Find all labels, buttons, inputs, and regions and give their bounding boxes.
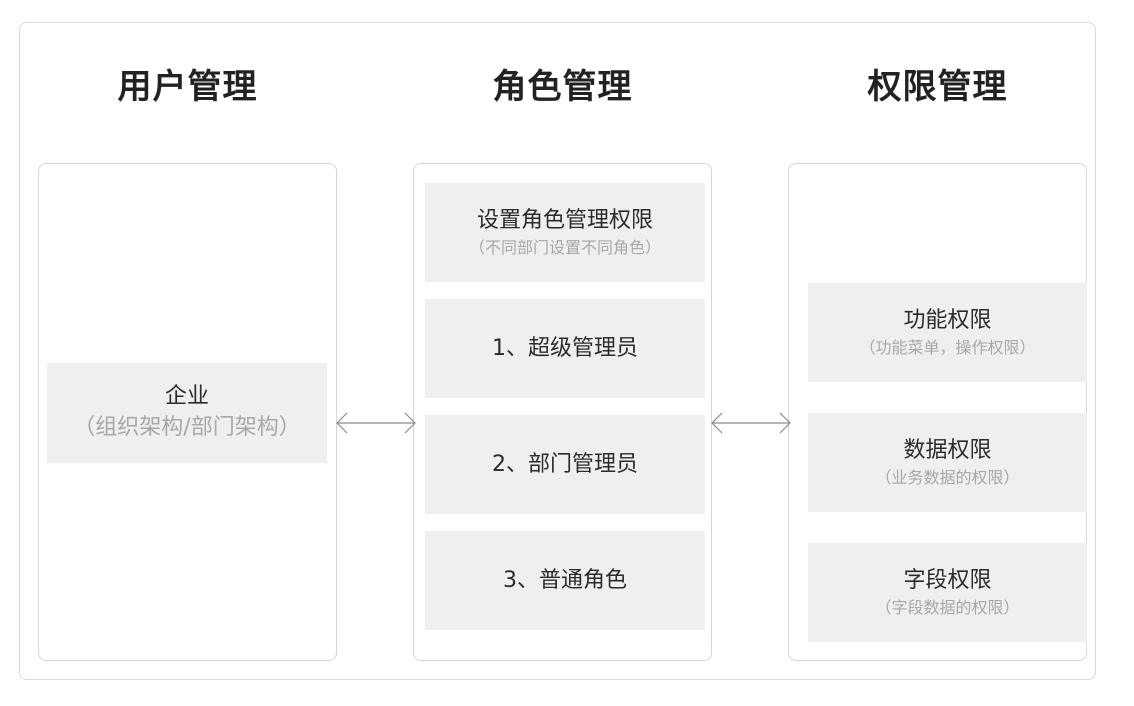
field-permission-subtitle: （字段数据的权限） — [875, 597, 1020, 617]
enterprise-subtitle: （组织架构/部门架构） — [73, 415, 301, 440]
role-setting-title: 设置角色管理权限 — [476, 207, 653, 233]
double-arrow-icon — [336, 412, 416, 434]
normal-role-box: 3、普通角色 — [425, 531, 705, 630]
enterprise-title: 企业 — [164, 384, 209, 409]
user-management-panel: 企业 （组织架构/部门架构） — [38, 163, 337, 661]
role-management-title: 角色管理 — [492, 67, 633, 107]
field-permission-title: 字段权限 — [903, 567, 992, 593]
data-permission-title: 数据权限 — [903, 437, 992, 463]
function-permission-box: 功能权限 （功能菜单，操作权限） — [808, 283, 1087, 382]
data-permission-box: 数据权限 （业务数据的权限） — [808, 413, 1087, 512]
super-admin-box: 1、超级管理员 — [425, 299, 705, 398]
data-permission-subtitle: （业务数据的权限） — [875, 467, 1020, 487]
department-admin-box: 2、部门管理员 — [425, 415, 705, 514]
department-admin-title: 2、部门管理员 — [492, 451, 638, 477]
normal-role-title: 3、普通角色 — [503, 567, 627, 593]
double-arrow-icon — [711, 412, 791, 434]
role-setting-box: 设置角色管理权限 （不同部门设置不同角色） — [425, 183, 705, 282]
function-permission-subtitle: （功能菜单，操作权限） — [859, 337, 1036, 357]
role-management-panel: 设置角色管理权限 （不同部门设置不同角色） 1、超级管理员 2、部门管理员 3、… — [413, 163, 712, 661]
user-management-title: 用户管理 — [117, 67, 258, 107]
permission-management-panel: 功能权限 （功能菜单，操作权限） 数据权限 （业务数据的权限） 字段权限 （字段… — [788, 163, 1087, 661]
enterprise-box: 企业 （组织架构/部门架构） — [47, 363, 327, 463]
permission-management-title: 权限管理 — [867, 67, 1008, 107]
role-setting-subtitle: （不同部门设置不同角色） — [468, 237, 661, 257]
super-admin-title: 1、超级管理员 — [492, 335, 638, 361]
function-permission-title: 功能权限 — [903, 307, 992, 333]
field-permission-box: 字段权限 （字段数据的权限） — [808, 543, 1087, 642]
diagram-frame — [19, 22, 1096, 680]
